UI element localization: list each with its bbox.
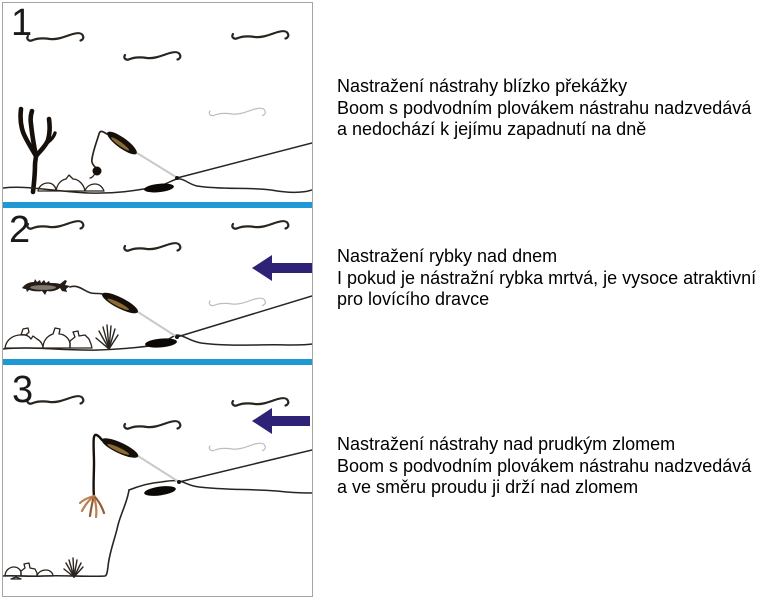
current-mark-icon: [26, 395, 85, 405]
divider-bar-1: [3, 202, 312, 208]
line-junction: [177, 480, 181, 484]
panel-2-scene: [3, 220, 312, 351]
caption-1: Nastražení nástrahy blízko překážky Boom…: [337, 76, 751, 141]
panel-number: 2: [9, 209, 31, 251]
faint-current-mark-icon: [208, 297, 266, 307]
float-highlight: [107, 298, 129, 311]
hook-icon: [89, 174, 95, 179]
boom-line: [137, 455, 180, 483]
current-mark-icon: [123, 242, 182, 252]
bait-link-line: [92, 433, 104, 498]
panel-1: [3, 3, 312, 202]
boom-float-icon: [101, 438, 139, 458]
diagram-panel-column: 1: [2, 2, 313, 597]
current-mark-icon: [26, 220, 85, 230]
riverbed-line: [128, 479, 312, 494]
bait-ball-icon: [92, 166, 102, 176]
current-mark-icon: [231, 397, 290, 407]
caption-line: Boom s podvodním plovákem nástrahu nadzv…: [337, 97, 752, 118]
caption-line: Nastražení nástrahy nad prudkým zlomem: [337, 434, 676, 454]
panel-3: [3, 365, 312, 596]
main-fishing-line: [176, 142, 312, 179]
caption-line: Nastražení rybky nad dnem: [337, 246, 558, 266]
boom-float-icon: [107, 131, 137, 155]
caption-line: a ve směru proudu ji drží nad zlomem: [337, 477, 639, 497]
main-fishing-line: [176, 295, 312, 338]
bait-fish-icon: [22, 279, 70, 295]
panel-3-scene: [3, 395, 312, 580]
sunken-tree-icon: [18, 106, 57, 195]
panel-1-scene: [3, 30, 312, 195]
float-highlight: [107, 444, 130, 455]
current-mark-icon: [26, 32, 85, 42]
caption-3: Nastražení nástrahy nad prudkým zlomem B…: [337, 434, 751, 499]
caption-line: I pokud je nástražní rybka mrtvá, je vys…: [337, 267, 757, 288]
faint-current-mark-icon: [208, 442, 266, 452]
divider-bar-2: [3, 359, 312, 365]
worm-bait-icon: [78, 494, 106, 519]
caption-line: Nastražení nástrahy blízko překážky: [337, 76, 628, 96]
rocks-icon: [4, 327, 93, 349]
line-junction: [175, 335, 179, 339]
current-direction-arrow-icon: [252, 255, 312, 281]
main-fishing-line: [178, 449, 312, 483]
panel-number: 3: [12, 369, 34, 411]
caption-line: Boom s podvodním plovákem nástrahu nadzv…: [337, 455, 752, 476]
current-mark-icon: [123, 51, 182, 61]
grass-icon: [63, 557, 84, 578]
panel-2: [3, 208, 312, 359]
caption-2: Nastražení rybky nad dnem I pokud je nás…: [337, 246, 756, 311]
fish-stripe: [30, 285, 56, 290]
caption-line: pro lovícího dravce: [337, 289, 490, 309]
current-mark-icon: [231, 220, 290, 230]
caption-line: a nedochází k jejímu zapadnutí na dně: [337, 119, 647, 139]
float-highlight: [111, 137, 130, 151]
faint-current-mark-icon: [208, 107, 266, 117]
boom-line: [137, 311, 178, 338]
boom-float-icon: [102, 292, 138, 314]
boom-line: [136, 152, 177, 178]
bait-link-line: [90, 130, 108, 169]
panel-number: 1: [11, 2, 33, 44]
sinker-icon: [145, 338, 177, 348]
sinker-icon: [144, 183, 174, 193]
current-mark-icon: [231, 30, 290, 40]
rocks-icon: [4, 562, 54, 580]
sinker-icon: [144, 486, 176, 496]
line-junction: [175, 176, 179, 180]
current-mark-icon: [123, 420, 182, 430]
current-direction-arrow-icon: [252, 408, 310, 434]
bait-link-line: [69, 285, 103, 295]
rocks-icon: [37, 174, 105, 192]
grass-icon: [95, 324, 119, 350]
